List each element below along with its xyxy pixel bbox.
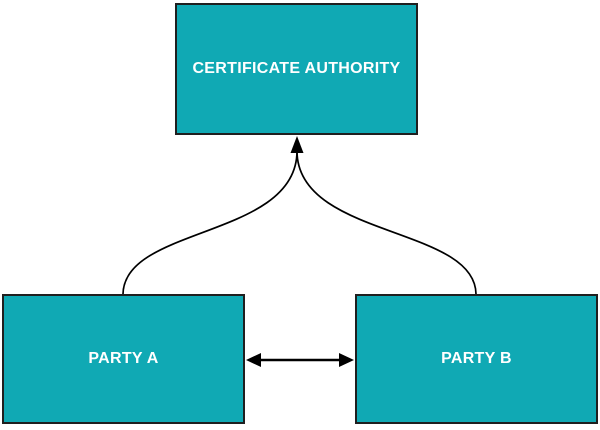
- right-arrowhead-icon: [339, 353, 354, 367]
- up-arrowhead-icon: [290, 136, 304, 153]
- party-a-label: PARTY A: [88, 350, 159, 368]
- left-arrowhead-icon: [246, 353, 261, 367]
- certificate-authority-node: CERTIFICATE AUTHORITY: [175, 3, 418, 135]
- certificate-authority-label: CERTIFICATE AUTHORITY: [192, 60, 401, 78]
- party-b-to-ca-connector: [296, 150, 477, 295]
- party-b-label: PARTY B: [441, 350, 512, 368]
- party-a-to-ca-connector: [122, 150, 298, 295]
- party-a-node: PARTY A: [2, 294, 245, 424]
- party-b-node: PARTY B: [355, 294, 598, 424]
